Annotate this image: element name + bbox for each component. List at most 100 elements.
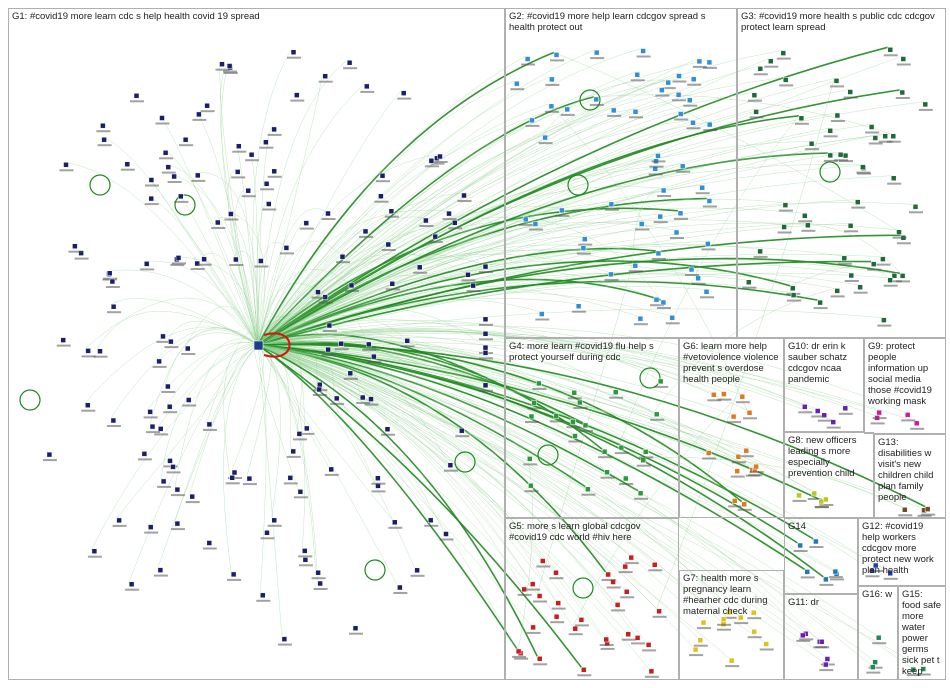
graph-node[interactable] bbox=[655, 250, 662, 257]
graph-node[interactable] bbox=[290, 49, 297, 55]
graph-node[interactable] bbox=[875, 634, 882, 641]
graph-node[interactable] bbox=[622, 563, 628, 570]
graph-node[interactable] bbox=[302, 548, 308, 554]
graph-node[interactable] bbox=[623, 475, 629, 482]
graph-node[interactable] bbox=[465, 272, 471, 278]
graph-node[interactable] bbox=[124, 161, 131, 167]
graph-node[interactable] bbox=[721, 391, 727, 397]
graph-node[interactable] bbox=[116, 517, 122, 524]
graph-node[interactable] bbox=[790, 285, 796, 292]
graph-node[interactable] bbox=[302, 557, 309, 563]
graph-node[interactable] bbox=[632, 109, 639, 115]
graph-node[interactable] bbox=[246, 475, 253, 482]
graph-node[interactable] bbox=[913, 420, 920, 427]
graph-node[interactable] bbox=[195, 172, 201, 179]
graph-node[interactable] bbox=[328, 466, 334, 473]
graph-node[interactable] bbox=[746, 410, 753, 416]
graph-node[interactable] bbox=[78, 250, 84, 256]
group-box-g4[interactable]: G4: more learn #covid19 flu help s prote… bbox=[505, 338, 679, 518]
graph-node[interactable] bbox=[174, 486, 181, 493]
graph-node[interactable] bbox=[817, 299, 823, 306]
graph-node[interactable] bbox=[264, 530, 270, 536]
graph-node[interactable] bbox=[706, 121, 713, 128]
graph-node[interactable] bbox=[656, 608, 662, 615]
graph-node[interactable] bbox=[593, 96, 600, 103]
graph-node[interactable] bbox=[669, 315, 675, 321]
graph-node[interactable] bbox=[287, 475, 294, 481]
graph-node[interactable] bbox=[91, 548, 98, 554]
graph-node[interactable] bbox=[757, 66, 764, 72]
graph-node[interactable] bbox=[185, 345, 191, 352]
graph-node[interactable] bbox=[751, 609, 757, 616]
graph-node[interactable] bbox=[46, 451, 53, 458]
graph-node[interactable] bbox=[194, 260, 200, 267]
graph-node[interactable] bbox=[160, 333, 166, 340]
graph-node[interactable] bbox=[872, 135, 879, 141]
group-box-g5[interactable]: G5: more s learn global cdcgov #covid19 … bbox=[505, 518, 679, 680]
graph-node[interactable] bbox=[529, 117, 535, 124]
graph-node[interactable] bbox=[352, 625, 359, 631]
graph-node[interactable] bbox=[571, 390, 577, 396]
graph-node[interactable] bbox=[910, 666, 917, 673]
graph-node[interactable] bbox=[427, 517, 434, 524]
graph-node[interactable] bbox=[652, 562, 658, 568]
graph-node[interactable] bbox=[148, 195, 154, 202]
graph-node[interactable] bbox=[601, 448, 608, 455]
graph-node[interactable] bbox=[720, 616, 727, 623]
graph-node[interactable] bbox=[804, 569, 810, 575]
graph-node[interactable] bbox=[746, 279, 752, 285]
graph-node[interactable] bbox=[790, 292, 797, 298]
graph-node[interactable] bbox=[371, 353, 377, 360]
graph-node[interactable] bbox=[245, 187, 251, 194]
graph-node[interactable] bbox=[555, 600, 561, 606]
graph-node[interactable] bbox=[149, 423, 156, 430]
graph-node[interactable] bbox=[830, 419, 836, 425]
graph-node[interactable] bbox=[582, 422, 589, 429]
graph-node[interactable] bbox=[536, 380, 542, 387]
graph-node[interactable] bbox=[572, 433, 578, 439]
graph-node[interactable] bbox=[642, 449, 649, 455]
graph-node[interactable] bbox=[604, 469, 610, 475]
graph-node[interactable] bbox=[482, 350, 489, 356]
graph-node[interactable] bbox=[575, 303, 582, 309]
graph-node[interactable] bbox=[147, 524, 154, 530]
graph-node[interactable] bbox=[832, 568, 839, 575]
graph-node[interactable] bbox=[531, 400, 537, 406]
graph-node[interactable] bbox=[204, 102, 210, 109]
graph-node[interactable] bbox=[780, 50, 787, 56]
graph-node[interactable] bbox=[603, 636, 609, 643]
graph-node[interactable] bbox=[156, 358, 162, 365]
graph-node[interactable] bbox=[782, 77, 789, 83]
graph-node[interactable] bbox=[266, 201, 272, 207]
graph-node[interactable] bbox=[580, 245, 587, 251]
graph-node[interactable] bbox=[848, 272, 855, 279]
graph-node[interactable] bbox=[800, 632, 806, 639]
graph-node[interactable] bbox=[515, 648, 522, 655]
graph-node[interactable] bbox=[645, 642, 652, 648]
graph-node[interactable] bbox=[834, 112, 841, 119]
graph-node[interactable] bbox=[234, 169, 241, 175]
graph-node[interactable] bbox=[527, 456, 533, 462]
group-box-g13[interactable]: G13: disabilities w visit's new children… bbox=[874, 434, 946, 518]
graph-node[interactable] bbox=[400, 90, 407, 96]
graph-node[interactable] bbox=[564, 106, 570, 113]
graph-node[interactable] bbox=[751, 92, 758, 98]
graph-node[interactable] bbox=[880, 256, 886, 262]
group-box-g11[interactable]: G11: dr bbox=[784, 594, 858, 680]
graph-node[interactable] bbox=[811, 490, 817, 497]
graph-node[interactable] bbox=[423, 217, 429, 224]
graph-node[interactable] bbox=[847, 89, 853, 95]
graph-node[interactable] bbox=[359, 394, 366, 401]
graph-node[interactable] bbox=[482, 263, 489, 270]
graph-node[interactable] bbox=[582, 236, 588, 242]
graph-node[interactable] bbox=[133, 93, 140, 99]
graph-node[interactable] bbox=[847, 223, 854, 229]
graph-node[interactable] bbox=[700, 619, 707, 626]
graph-node[interactable] bbox=[739, 393, 746, 400]
graph-node[interactable] bbox=[548, 103, 555, 110]
graph-node[interactable] bbox=[536, 656, 543, 662]
graph-node[interactable] bbox=[148, 177, 155, 183]
graph-node[interactable] bbox=[890, 175, 897, 181]
graph-node[interactable] bbox=[673, 229, 680, 236]
graph-node[interactable] bbox=[818, 639, 825, 645]
